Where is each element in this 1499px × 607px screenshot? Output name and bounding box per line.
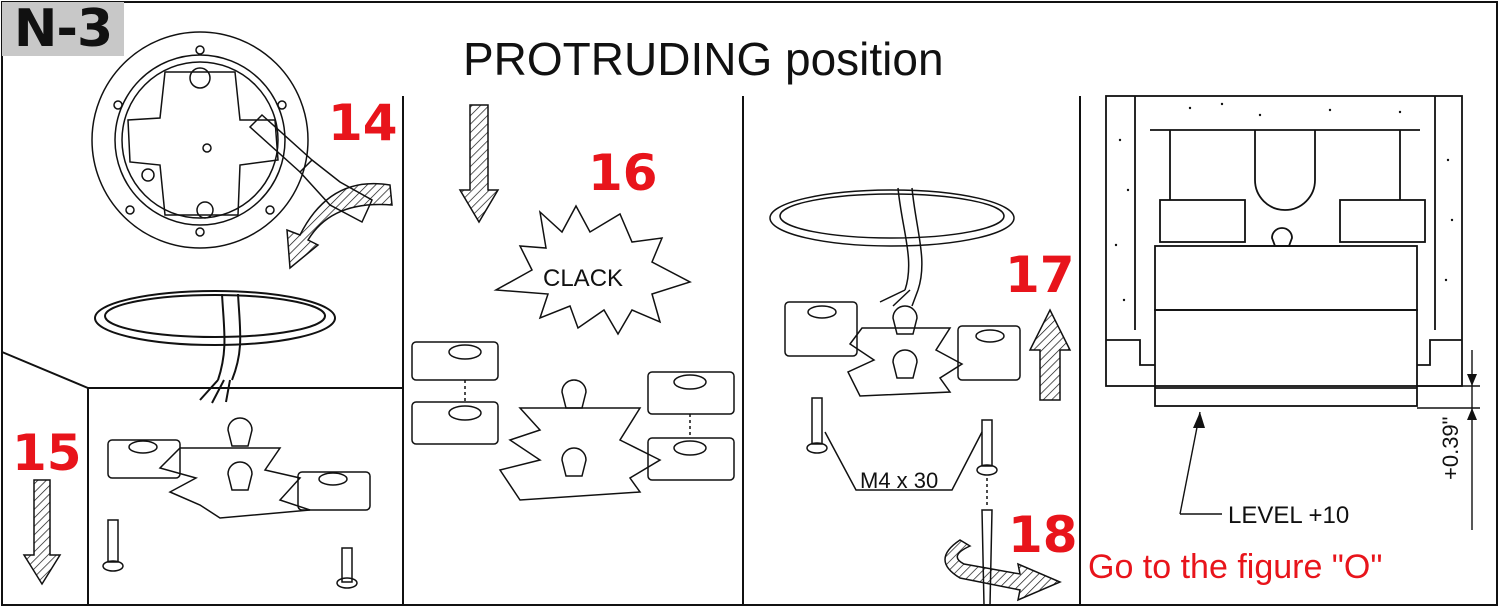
down-arrow-16 (458, 104, 500, 224)
dimension-lines (1179, 350, 1480, 530)
up-arrow-17 (1028, 308, 1072, 401)
rotate-arrow-18 (944, 539, 1062, 602)
step-15-illustration (102, 417, 371, 589)
trim-ring (94, 290, 336, 404)
down-arrow-15 (22, 479, 62, 586)
level-label: LEVEL +10 (1228, 502, 1350, 529)
step-number-15: 15 (12, 424, 82, 482)
step-number-17: 17 (1005, 246, 1075, 304)
step-number-14: 14 (328, 94, 398, 152)
step-number-16: 16 (588, 144, 658, 202)
rotate-arrow-14 (286, 182, 393, 270)
screw-size-label: M4 x 30 (860, 468, 939, 493)
next-figure-note: Go to the figure "O" (1088, 548, 1383, 586)
clack-label: CLACK (543, 265, 624, 292)
section-badge: N-3 (2, 0, 124, 59)
ceiling-section (1105, 95, 1463, 407)
step-16-illustration (411, 341, 735, 501)
step-14-illustration (91, 31, 373, 249)
concrete-speckle (1114, 102, 1454, 302)
step-number-18: 18 (1008, 506, 1078, 564)
offset-dimension-label: +0.39" (1438, 416, 1463, 480)
step-17-illustration (769, 187, 1021, 606)
page-title: PROTRUDING position (463, 33, 944, 85)
dimension-arrowheads (1193, 374, 1477, 428)
clack-burst (493, 204, 692, 336)
